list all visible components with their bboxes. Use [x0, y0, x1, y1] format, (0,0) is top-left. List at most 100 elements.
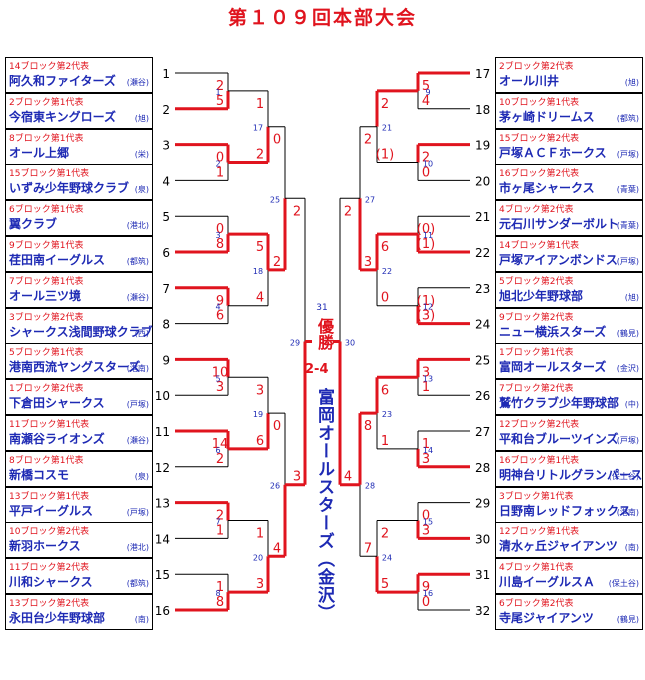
seed-number: 18: [475, 103, 490, 117]
right-team-6: 14ブロック第1代表戸塚アイアンボンドス(戸塚): [495, 236, 643, 272]
seed-number: 2: [162, 103, 170, 117]
game-number: 2: [215, 160, 220, 169]
score: 3: [256, 383, 264, 398]
team-block: 15ブロック第2代表: [499, 133, 580, 144]
team-name: 川和シャークス: [9, 575, 93, 590]
score: 4: [344, 470, 352, 485]
score: 0: [422, 165, 430, 180]
score: 0: [273, 419, 281, 434]
team-name: 港南西流ヤングスターズ: [9, 360, 141, 375]
team-block: 14ブロック第1代表: [499, 241, 580, 251]
team-area: (旭): [624, 78, 639, 87]
team-block: 2ブロック第2代表: [499, 62, 574, 72]
team-block: 1ブロック第2代表: [9, 384, 84, 395]
team-block: 7ブロック第1代表: [9, 276, 84, 287]
left-team-11: 11ブロック第1代表南瀬谷ライオンズ(瀬谷): [5, 415, 153, 451]
score: 8: [364, 419, 372, 434]
game-number: 15: [423, 518, 433, 527]
game-number: 11: [423, 231, 433, 240]
left-team-4: 15ブロック第1代表いずみ少年野球クラブ(泉): [5, 164, 153, 201]
team-block: 3ブロック第2代表: [9, 312, 84, 323]
score: 2: [216, 452, 224, 467]
team-block: 8ブロック第1代表: [9, 455, 84, 466]
game-number: 18: [253, 267, 263, 276]
page-title: 第１０９回本部大会: [227, 7, 417, 29]
team-block: 12ブロック第1代表: [499, 527, 580, 538]
left-team-5: 6ブロック第1代表翼クラブ(港北): [5, 200, 153, 237]
right-team-7: 5ブロック第2代表旭北少年野球部(旭): [495, 271, 643, 308]
score: 1: [216, 165, 224, 180]
score: (1): [417, 294, 435, 309]
team-area: (瀬谷): [126, 292, 149, 302]
team-block: 12ブロック第2代表: [499, 420, 580, 430]
score: 6: [216, 309, 224, 324]
right-team-8: 9ブロック第2代表ニュー横浜スターズ(鶴見): [495, 307, 643, 344]
game-number: 12: [423, 303, 433, 312]
score: 7: [364, 541, 372, 556]
team-block: 10ブロック第1代表: [499, 97, 580, 108]
team-area: (港南): [126, 364, 149, 374]
team-area: (戸塚): [616, 149, 639, 159]
team-block: 3ブロック第1代表: [499, 491, 574, 502]
team-block: 13ブロック第2代表: [9, 599, 90, 609]
game-number: 14: [423, 446, 433, 455]
score: 0: [381, 291, 389, 306]
score: 0: [273, 133, 281, 148]
champion-name: 富岡オールスターズ（金沢）: [314, 388, 334, 622]
team-block: 8ブロック第1代表: [9, 133, 84, 144]
team-name: 下倉田シャークス: [9, 396, 105, 411]
team-name: 茅ヶ崎ドリームス: [499, 109, 595, 124]
seed-number: 13: [155, 497, 170, 511]
team-block: 11ブロック第2代表: [9, 563, 90, 574]
game-number: 20: [253, 553, 263, 562]
team-name: 南瀬谷ライオンズ: [9, 432, 105, 446]
game-number: 21: [382, 124, 392, 133]
score: 2: [381, 527, 389, 542]
team-name: 鷲竹クラブ少年野球部: [499, 396, 620, 411]
team-area: (都筑): [126, 579, 149, 589]
score: 1: [422, 380, 430, 395]
score: 8: [216, 237, 224, 252]
game-number: 25: [270, 195, 280, 204]
team-name: ニュー横浜スターズ: [499, 324, 607, 339]
team-block: 9ブロック第1代表: [9, 241, 84, 251]
seed-number: 24: [475, 318, 490, 332]
seed-number: 6: [162, 246, 170, 260]
score: 5: [256, 240, 264, 255]
team-area: (戸塚): [616, 257, 639, 266]
score: 1: [216, 523, 224, 538]
score: 2: [216, 509, 224, 524]
seed-number: 8: [162, 318, 170, 332]
score: 5: [422, 79, 430, 94]
seed-number: 3: [162, 139, 170, 153]
seed-number: 16: [155, 604, 170, 618]
score: 4: [256, 291, 264, 306]
seed-number: 25: [475, 353, 490, 367]
team-name: 旭北少年野球部: [499, 288, 584, 303]
team-name: 新羽ホークス: [9, 539, 81, 554]
score: 8: [216, 595, 224, 610]
score: 1: [422, 437, 430, 452]
team-area: (戸塚): [126, 400, 149, 410]
seed-number: 19: [475, 139, 490, 153]
score: 0: [216, 151, 224, 166]
score: 0: [216, 222, 224, 237]
team-block: 2ブロック第1代表: [9, 97, 84, 108]
team-area: (中): [624, 400, 639, 410]
right-team-9: 1ブロック第1代表富岡オールスターズ(金沢): [495, 343, 643, 380]
score: 4: [422, 94, 430, 109]
score: 0: [422, 509, 430, 524]
seed-number: 10: [155, 389, 170, 403]
team-block: 15ブロック第1代表: [9, 169, 90, 180]
score: 5: [381, 577, 389, 592]
right-team-16: 6ブロック第2代表寺尾ジャイアンツ(鶴見): [495, 594, 643, 630]
team-name: 荏田南イーグルス: [9, 253, 106, 267]
game-number: 9: [425, 88, 430, 97]
team-block: 16ブロック第2代表: [499, 169, 580, 180]
seed-number: 5: [162, 210, 170, 224]
score: 4: [273, 541, 281, 556]
team-name: 富岡オールスターズ: [499, 360, 607, 375]
game-number: 30: [345, 339, 355, 348]
seed-number: 32: [475, 604, 490, 618]
score: 2: [216, 79, 224, 94]
